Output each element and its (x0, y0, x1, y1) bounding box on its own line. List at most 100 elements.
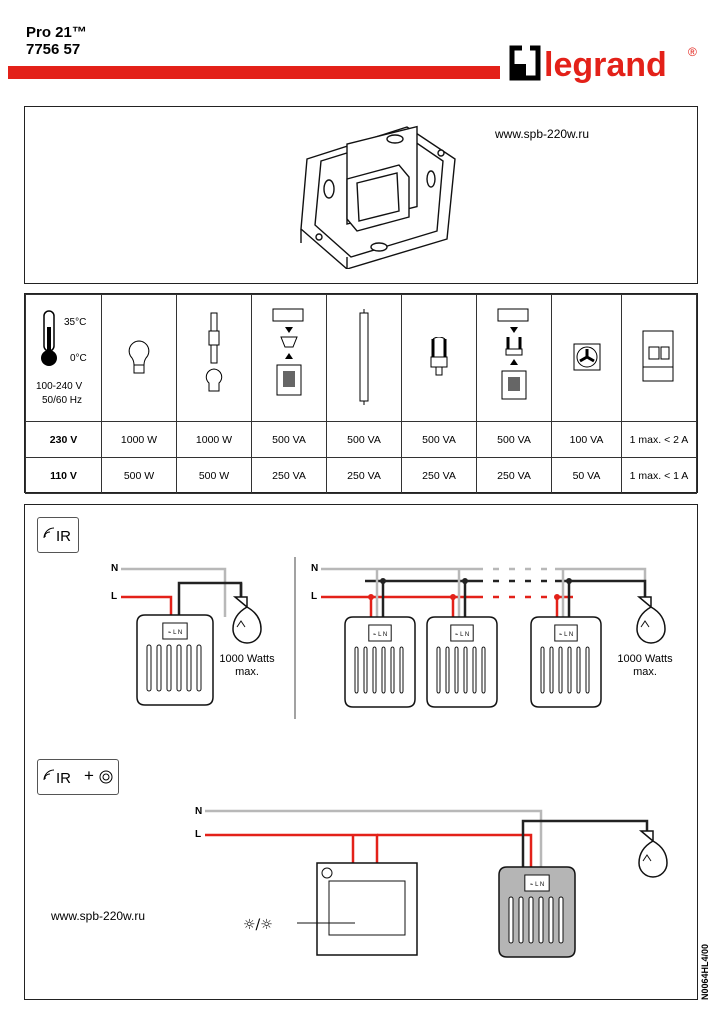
load-icons-row: 35°C 0°C 100-240 V 50/60 Hz (25, 294, 697, 422)
table-cell: 50 VA (551, 457, 622, 494)
voltage-label: 110 V (25, 457, 102, 494)
product-panel-url: www.spb-220w.ru (495, 127, 590, 141)
temperature-min: 0°C (70, 353, 87, 364)
supply-frequency: 50/60 Hz (42, 395, 83, 406)
neutral-wire (121, 567, 227, 617)
live-wire (205, 833, 379, 863)
halogen-bulbs-icon (176, 294, 252, 422)
junction-dot (554, 594, 560, 600)
table-cell: 500 W (101, 457, 177, 494)
table-cell: 500 VA (401, 421, 477, 458)
ir-push-badge: IR + (37, 759, 119, 795)
supply-voltage: 100-240 V (36, 381, 83, 392)
live-label: L (311, 591, 318, 602)
neutral-wire (205, 809, 543, 871)
max-load-suffix: max. (235, 666, 259, 678)
junction-dot (450, 594, 456, 600)
neutral-label: N (111, 563, 119, 574)
ir-badge: IR (37, 517, 79, 553)
table-cell: 500 VA (476, 421, 552, 458)
ambient-conditions-cell: 35°C 0°C 100-240 V 50/60 Hz (25, 294, 102, 422)
table-cell: 1000 W (101, 421, 177, 458)
neutral-wire (321, 567, 647, 597)
legrand-logo: legrand ® (509, 44, 697, 84)
live-wire (377, 833, 533, 871)
max-load-value: 1000 Watts (617, 653, 673, 665)
lamp-icon (638, 830, 668, 878)
compact-fluorescent-icon (401, 294, 477, 422)
incandescent-bulb-icon (101, 294, 177, 422)
live-label: L (195, 829, 202, 840)
junction-dot (462, 578, 468, 584)
svg-text:⌁ L N: ⌁ L N (373, 632, 387, 638)
dimmer-mechanism-image (300, 125, 456, 269)
table-cell: 500 VA (251, 421, 327, 458)
dimmer-module: ⌁ L N (530, 616, 602, 708)
temperature-max: 35°C (64, 317, 87, 328)
table-cell: 250 VA (251, 457, 327, 494)
max-load-caption: 1000 Watts max. (609, 653, 681, 679)
load-wire (521, 819, 649, 871)
row-230v: 230 V 1000 W 1000 W 500 VA 500 VA 500 VA… (25, 421, 697, 458)
dimmer-module: ⌁ L N (344, 616, 416, 708)
max-load-caption: 1000 Watts max. (211, 653, 283, 679)
neutral-label: N (311, 563, 319, 574)
table-cell: 250 VA (326, 457, 402, 494)
fan-icon (551, 294, 622, 422)
table-cell: 500 VA (326, 421, 402, 458)
legrand-wordmark: legrand (544, 46, 667, 84)
dimmer-module: ⌁ L N (498, 866, 576, 958)
document-reference: N0064HL4/00 (700, 943, 710, 1000)
ir-signal-icon (43, 769, 55, 781)
junction-dot (368, 594, 374, 600)
push-button-icon (99, 770, 113, 784)
svg-text:⌁ L N: ⌁ L N (455, 632, 469, 638)
thermometer-icon (41, 310, 57, 366)
product-title: Pro 21™ 7756 57 (26, 24, 87, 58)
load-spec-table: 35°C 0°C 100-240 V 50/60 Hz (24, 293, 698, 494)
wiring-panel-url: www.spb-220w.ru (51, 909, 146, 923)
svg-text:⌁ L N: ⌁ L N (168, 630, 182, 636)
lamp-icon (636, 596, 666, 644)
dimmer-module: ⌁ L N (426, 616, 498, 708)
product-line: Pro 21™ (26, 24, 87, 41)
live-label: L (111, 591, 118, 602)
junction-dot (380, 578, 386, 584)
live-wire (121, 595, 173, 617)
header-red-bar (8, 66, 500, 79)
ir-label: IR (56, 770, 71, 787)
neutral-label: N (195, 806, 203, 817)
row-110v: 110 V 500 W 500 W 250 VA 250 VA 250 VA 2… (25, 457, 697, 494)
lv-halogen-transformer-icon (251, 294, 327, 422)
load-wire (177, 581, 243, 617)
fluorescent-ballast-icon (476, 294, 552, 422)
wiring-lines: ⌁ L N ⌁ L N ⌁ L N ⌁ L N ☼/☼ ⌁ L N (121, 557, 668, 958)
max-load-suffix: max. (633, 666, 657, 678)
product-reference: 7756 57 (26, 41, 81, 58)
lamp-icon (232, 596, 262, 644)
svg-text:⌁ L N: ⌁ L N (530, 882, 544, 888)
registered-mark: ® (688, 45, 697, 59)
load-wire (365, 579, 647, 597)
wiring-diagrams-panel: ⌁ L N ⌁ L N ⌁ L N ⌁ L N ☼/☼ ⌁ L N IR IR + N L… (24, 504, 698, 1000)
ir-signal-icon (43, 527, 55, 539)
max-load-value: 1000 Watts (219, 653, 275, 665)
fluorescent-tube-icon (326, 294, 402, 422)
light-on-off-icon: ☼/☼ (243, 917, 273, 933)
table-cell: 100 VA (551, 421, 622, 458)
dimmer-module: ⌁ L N (136, 614, 214, 706)
svg-text:⌁ L N: ⌁ L N (559, 632, 573, 638)
ir-label: IR (56, 528, 71, 545)
led-indicator-icon (321, 867, 333, 879)
table-cell: 250 VA (401, 457, 477, 494)
plus-sign: + (84, 766, 94, 785)
table-cell: 1 max. < 1 A (621, 457, 697, 494)
push-button-face (328, 880, 406, 936)
table-cell: 1000 W (176, 421, 252, 458)
legrand-mark-icon (509, 44, 541, 81)
junction-dot (566, 578, 572, 584)
table-cell: 250 VA (476, 457, 552, 494)
din-module-icon (621, 294, 697, 422)
product-panel: www.spb-220w.ru (24, 106, 698, 284)
table-cell: 1 max. < 2 A (621, 421, 697, 458)
